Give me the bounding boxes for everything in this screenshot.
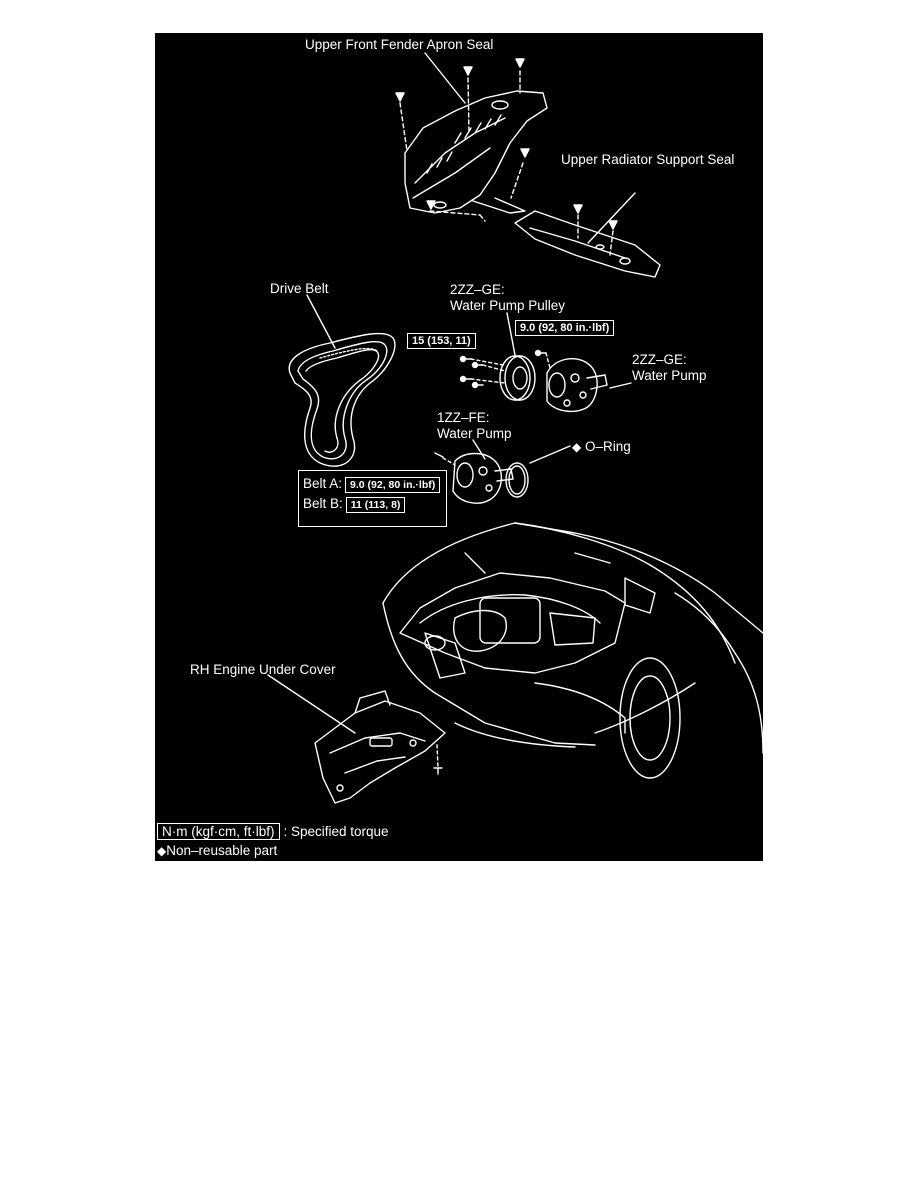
pulley-drawing [459, 355, 536, 401]
legend-unit-desc: : Specified torque [283, 824, 389, 839]
under-cover-drawing [314, 690, 446, 804]
diagram-artwork [267, 52, 763, 804]
label-wp1-model: 1ZZ–FE: [437, 410, 490, 425]
belt-b-label: Belt B: [303, 496, 343, 511]
torque-pulley-bolts: 15 (153, 11) [407, 333, 476, 349]
label-wp2: Water Pump [632, 368, 707, 383]
apron-clips [399, 70, 524, 222]
label-radiator-seal: Upper Radiator Support Seal [561, 152, 735, 167]
torque-belt-a: 9.0 (92, 80 in.·lbf) [345, 477, 441, 493]
nonreusable-diamond-icon: ◆ [572, 440, 582, 454]
belt-a-label: Belt A: [303, 476, 343, 491]
car-drawing [382, 522, 763, 779]
leader-lines [267, 52, 632, 734]
label-under-cover: RH Engine Under Cover [190, 662, 336, 677]
label-oring-text: O–Ring [585, 439, 631, 454]
label-oring: ◆ O–Ring [572, 439, 631, 455]
drive-belt-drawing [288, 332, 396, 467]
torque-wp2-bolt: 9.0 (92, 80 in.·lbf) [515, 320, 615, 336]
radiator-seal-drawing [514, 192, 661, 278]
label-apron-seal: Upper Front Fender Apron Seal [305, 37, 494, 52]
wp2-drawing [534, 349, 608, 412]
oring-drawing [505, 462, 529, 498]
legend-nonreusable: ◆Non–reusable part [157, 843, 277, 858]
wp1-drawing [434, 452, 514, 504]
apron-clip-heads [395, 58, 530, 210]
label-drive-belt: Drive Belt [270, 281, 329, 296]
parts-diagram: Upper Front Fender Apron Seal Upper Radi… [155, 33, 763, 861]
legend-unit-key: N·m (kgf·cm, ft·lbf) [157, 823, 280, 840]
legend-diamond-icon: ◆ [157, 844, 167, 858]
belt-b-row: Belt B:11 (113, 8) [303, 496, 406, 513]
belt-a-row: Belt A:9.0 (92, 80 in.·lbf) [303, 476, 441, 493]
belt-torque-box: Belt A:9.0 (92, 80 in.·lbf) Belt B:11 (1… [298, 470, 447, 527]
torque-belt-b: 11 (113, 8) [345, 497, 406, 513]
label-wp2-model: 2ZZ–GE: [632, 352, 687, 367]
label-wp1: Water Pump [437, 426, 512, 441]
legend-nonreusable-text: Non–reusable part [166, 843, 278, 858]
label-pulley: Water Pump Pulley [450, 298, 566, 313]
label-pulley-model: 2ZZ–GE: [450, 282, 505, 297]
legend-torque: N·m (kgf·cm, ft·lbf): Specified torque [157, 823, 389, 840]
apron-seal-drawing [404, 90, 548, 214]
